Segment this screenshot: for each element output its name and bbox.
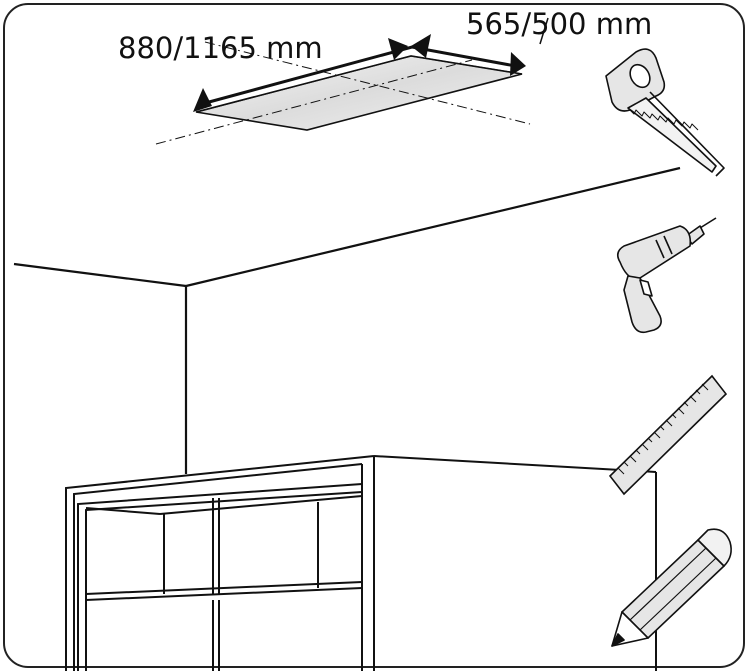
arrow-width-top (411, 34, 431, 58)
pencil-icon (611, 528, 732, 647)
dimension-width-label: 565/500 mm (466, 7, 653, 41)
arrow-width-bottom (510, 52, 526, 76)
drill-icon (616, 217, 717, 334)
arrow-length-right (388, 38, 408, 60)
cabinet-right (373, 455, 657, 671)
cabinet-left (65, 455, 375, 671)
ruler-icon (608, 374, 728, 496)
arrow-length-left (193, 88, 212, 112)
dimension-length-label: 880/1165 mm (118, 31, 323, 65)
ceiling-panel (155, 17, 549, 145)
saw-icon (605, 48, 725, 177)
room-walls (13, 166, 681, 474)
